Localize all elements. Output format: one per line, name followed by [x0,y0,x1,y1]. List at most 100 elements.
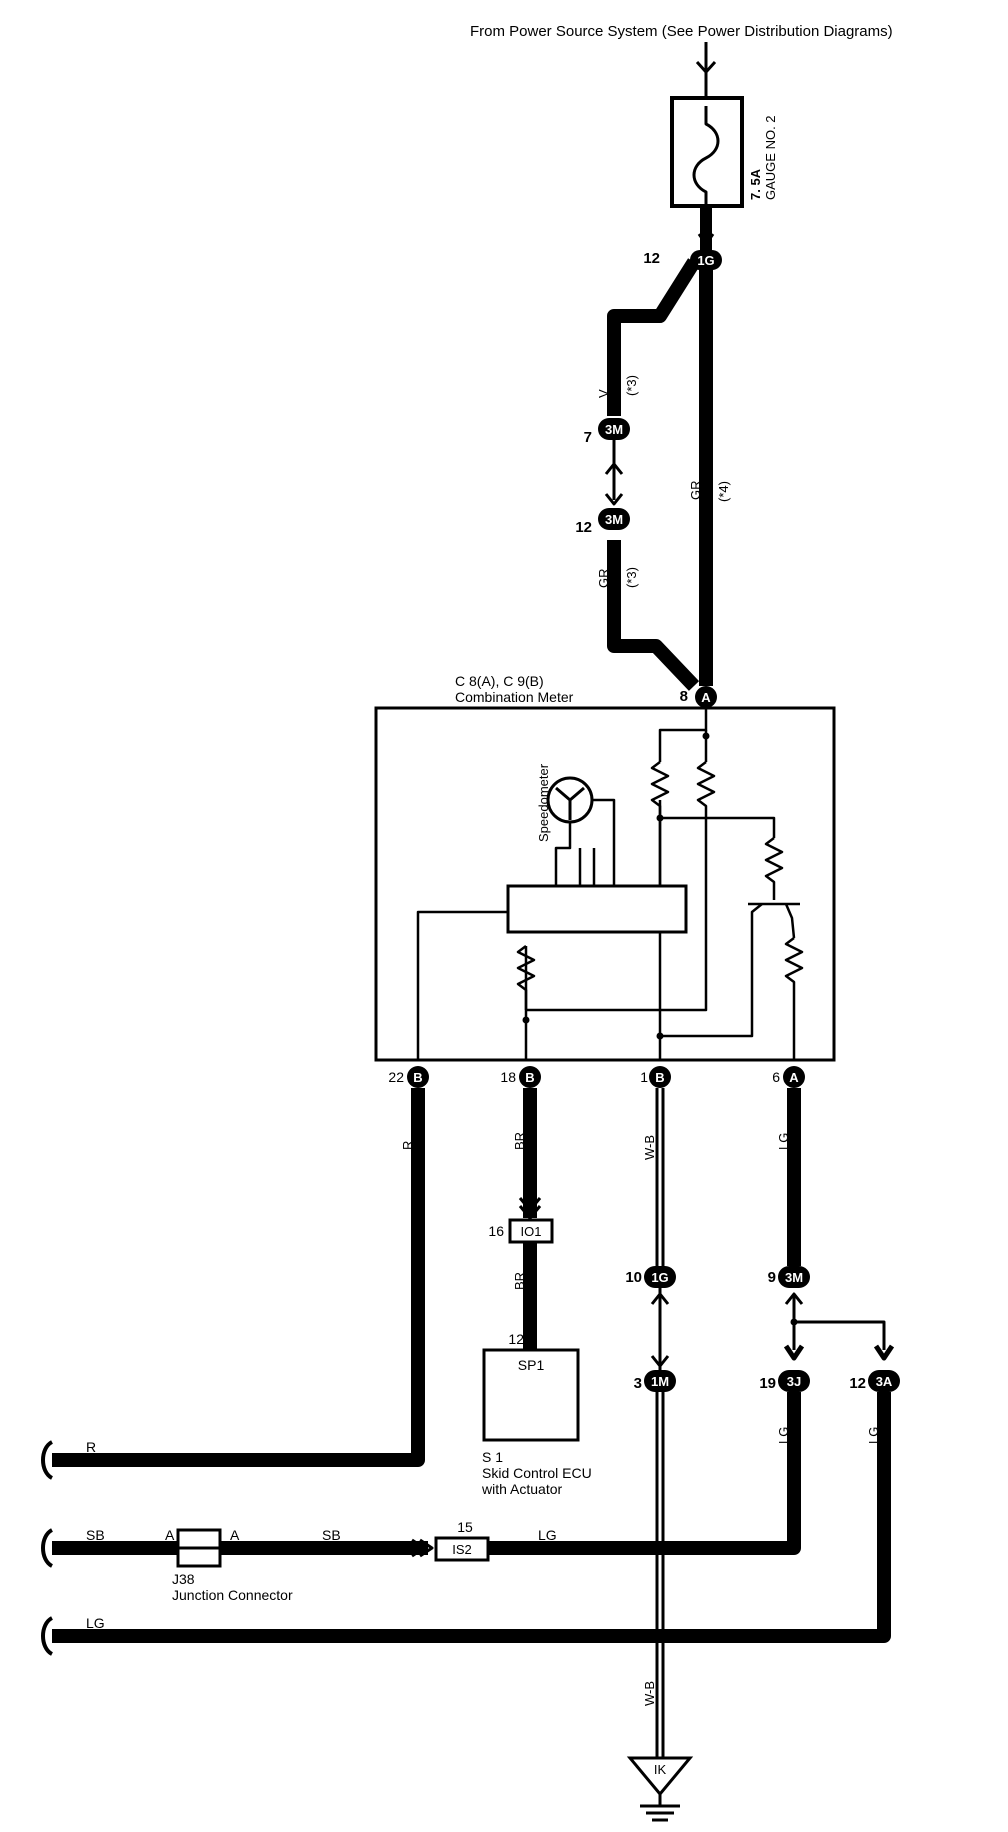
sb-arrow-2-icon [419,1538,434,1558]
is2-id: IS2 [452,1542,472,1557]
c3m-upper-id: 3M [605,422,623,437]
gr-star3-wire [607,540,700,691]
gr-star4-color: GR [688,481,703,501]
io1-pin: 16 [488,1223,504,1239]
lg-wire-label-1: LG [776,1133,791,1150]
c-b1-id: B [655,1070,664,1085]
c3j-connector [778,1370,810,1392]
c-a-top-pin: 8 [680,688,688,705]
c1g-mid-id: 1G [651,1270,668,1285]
lg-3j-wire [480,1392,801,1555]
sb-right-label: SB [322,1527,341,1543]
sb-wire-break-icon [41,1528,54,1568]
gr-star4-note: (*4) [716,481,731,502]
ground-symbol-icon [640,1794,680,1822]
c1g-mid-connector [644,1266,676,1288]
junction-dot-1 [656,814,664,822]
v-star3-wire [607,258,700,416]
combination-meter-box [374,706,836,1062]
c3m-mid-pin: 9 [768,1269,776,1286]
c3m-upper-pin: 7 [584,429,592,446]
ik-id: IK [654,1762,667,1777]
c1m-id: 1M [651,1374,669,1389]
io1-id: IO1 [521,1224,542,1239]
sb-arrow-1-icon [411,1538,426,1558]
j38-name: Junction Connector [172,1587,293,1603]
j38-pin-left: A [165,1527,175,1543]
c-b18-connector [519,1066,541,1088]
c1g-top-pin: 12 [643,250,660,267]
c-a-top-connector [695,686,717,708]
c-a6-pin: 6 [772,1069,780,1085]
c-b18-id: B [525,1070,534,1085]
ecu-name: S 1 [482,1449,503,1465]
c1m-connector [644,1370,676,1392]
fuse-symbol-icon [692,106,720,206]
sp1-id: SP1 [518,1357,545,1373]
c3j-id: 3J [787,1374,801,1389]
c-a6-id: A [789,1070,799,1085]
r-left-label: R [86,1439,96,1455]
c-b22-connector [407,1066,429,1088]
c-a6-connector [783,1066,805,1088]
c-b18-pin: 18 [500,1069,516,1085]
junction-dot-4 [656,1032,664,1040]
lg-left-label: LG [86,1615,105,1631]
meter-internal-circuit [416,708,804,1060]
lg-is2-label: LG [538,1527,557,1543]
j38-id: J38 [172,1571,195,1587]
r-wire [52,1088,425,1467]
arrow-into-1g-icon [697,233,715,246]
c1g-mid-pin: 10 [625,1269,642,1286]
j38-pin-right: A [230,1527,240,1543]
sb-left-label: SB [86,1527,105,1543]
3j-arrow-icon [783,1344,805,1361]
fuse-rating: 7. 5A [748,168,763,200]
gr-star3-note: (*3) [624,567,639,588]
c3m-mid-connector [778,1266,810,1288]
c-a-top-id: A [701,690,711,705]
ecu-line2: with Actuator [481,1481,562,1497]
is2-connector [434,1536,490,1562]
v-star3-note: (*3) [624,375,639,396]
3m-upper-arrow-icon [604,493,624,506]
br-arrow-1-icon [518,1197,542,1212]
c-b1-pin: 1 [640,1069,648,1085]
v-star3-color: V [596,389,611,398]
c1g-top-connector [690,250,722,270]
br-arrow-2-icon [518,1205,542,1220]
3a-arrow-icon [873,1344,895,1361]
c3m-upper-connector [598,418,630,440]
meter-title-line1: C 8(A), C 9(B) [455,673,544,689]
junction-dot-3 [522,1016,530,1024]
skid-control-ecu-box [482,1348,580,1442]
fuse-name: GAUGE NO. 2 [763,115,778,200]
lg-wire-break-icon [41,1616,54,1656]
speedometer-driver-block [506,884,688,934]
source-arrow-icon [695,60,717,74]
meter-title-line2: Combination Meter [455,689,574,705]
3m-lower-arrow-icon [604,462,624,475]
c3m-mid-id: 3M [785,1270,803,1285]
junction-dot-2 [702,732,710,740]
wb-wire-label-1: W-B [642,1135,657,1160]
c-b1-connector [649,1066,671,1088]
speedometer-label: Speedometer [536,763,551,842]
ecu-line1: Skid Control ECU [482,1465,592,1481]
is2-pin: 15 [457,1519,473,1535]
br-wire-label-1: BR [512,1132,527,1150]
lg-3j-label: LG [776,1427,791,1444]
sp1-pin: 12 [508,1331,524,1347]
c-b22-pin: 22 [388,1069,404,1085]
ground-ik-triangle [626,1756,694,1797]
c3a-connector [868,1370,900,1392]
c-b22-id: B [413,1070,422,1085]
power-source-label: From Power Source System (See Power Dist… [470,23,893,40]
c3m-lower-connector [598,508,630,530]
r-wire-break-icon [41,1440,54,1480]
c3m-lower-id: 3M [605,512,623,527]
lg-3a-wire [52,1392,891,1643]
c1g-top-id: 1G [697,253,714,268]
c3a-pin: 12 [849,1375,866,1392]
1g-mid-arrow-icon [650,1292,670,1305]
